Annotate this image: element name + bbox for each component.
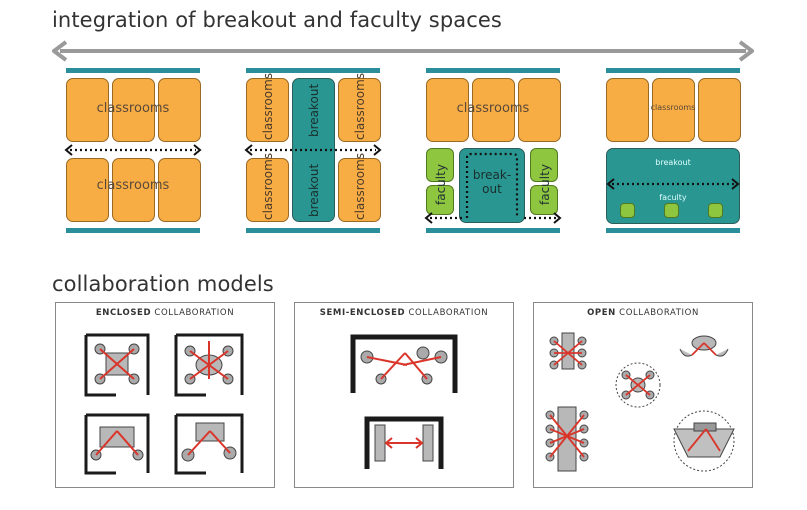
enclosed-room-sketch bbox=[84, 413, 150, 475]
classroom-block bbox=[112, 78, 155, 142]
open-table-sketch bbox=[549, 332, 587, 370]
classroom-block bbox=[698, 78, 741, 142]
panel-title: SEMI-ENCLOSED COLLABORATION bbox=[295, 308, 513, 318]
corridor-stripe-top bbox=[246, 68, 380, 73]
dotted-double-arrow-icon bbox=[244, 144, 382, 156]
open-table-sketch bbox=[679, 335, 729, 357]
panel-title: OPEN COLLABORATION bbox=[534, 308, 752, 318]
classrooms-label: classrooms bbox=[96, 101, 170, 116]
panel-title: ENCLOSED COLLABORATION bbox=[56, 308, 274, 318]
faculty-label: faculty bbox=[434, 164, 448, 206]
open-table-sketch bbox=[545, 406, 589, 472]
open-collaboration-panel: OPEN COLLABORATION bbox=[533, 302, 753, 488]
faculty-label: faculty bbox=[538, 164, 552, 206]
enclosed-room-sketch bbox=[174, 413, 244, 475]
double-arrow-icon bbox=[52, 40, 754, 62]
corridor-stripe-top bbox=[426, 68, 560, 73]
corridor-stripe-bottom bbox=[66, 228, 200, 233]
breakout-label: breakout bbox=[307, 83, 321, 137]
panel-title-rest: COLLABORATION bbox=[151, 308, 235, 318]
dotted-loop-icon bbox=[465, 152, 519, 218]
classroom-block bbox=[246, 78, 289, 142]
classroom-block bbox=[518, 78, 561, 142]
dotted-double-arrow-icon bbox=[606, 178, 740, 190]
dotted-double-arrow-icon bbox=[64, 144, 202, 156]
panel-title-rest: COLLABORATION bbox=[615, 308, 699, 318]
classrooms-label: classrooms bbox=[353, 72, 367, 140]
breakout-label: breakout bbox=[307, 163, 321, 217]
corridor-stripe-top bbox=[606, 68, 740, 73]
breakout-label: break- out bbox=[459, 168, 525, 196]
semi-enclosed-collaboration-panel: SEMI-ENCLOSED COLLABORATION bbox=[294, 302, 514, 488]
faculty-block bbox=[530, 185, 558, 215]
classrooms-label: classrooms bbox=[353, 152, 367, 220]
classroom-block bbox=[112, 158, 155, 222]
enclosed-room-sketch bbox=[84, 333, 150, 397]
classroom-block bbox=[472, 78, 515, 142]
breakout-block bbox=[459, 148, 525, 223]
collaboration-heading: collaboration models bbox=[52, 272, 274, 296]
classroom-block bbox=[338, 78, 381, 142]
classroom-block bbox=[246, 158, 289, 222]
breakout-label-line-2: out bbox=[482, 182, 502, 196]
open-table-sketch bbox=[615, 362, 661, 408]
dotted-double-arrow-icon bbox=[424, 212, 562, 224]
enclosed-room-sketch bbox=[174, 333, 244, 397]
enclosed-collaboration-panel: ENCLOSED COLLABORATION bbox=[55, 302, 275, 488]
integration-heading: integration of breakout and faculty spac… bbox=[52, 8, 502, 32]
faculty-block bbox=[664, 203, 679, 218]
panel-title-rest: COLLABORATION bbox=[405, 308, 489, 318]
panel-title-bold: OPEN bbox=[587, 308, 616, 318]
classrooms-label: classrooms bbox=[96, 178, 170, 193]
classroom-block bbox=[652, 78, 695, 142]
classrooms-label: classrooms bbox=[456, 101, 530, 116]
faculty-block bbox=[426, 185, 454, 215]
classroom-block bbox=[338, 158, 381, 222]
panel-title-bold: ENCLOSED bbox=[95, 308, 152, 318]
classrooms-label: classrooms bbox=[261, 152, 275, 220]
faculty-block bbox=[620, 203, 635, 218]
semi-enclosed-sketch bbox=[350, 334, 458, 469]
classroom-block bbox=[606, 78, 649, 142]
semi-enclosed-space-sketch bbox=[350, 334, 458, 393]
classroom-block bbox=[66, 158, 109, 222]
corridor-stripe-bottom bbox=[246, 228, 380, 233]
classrooms-label: classrooms bbox=[650, 103, 696, 112]
classroom-block bbox=[158, 158, 201, 222]
corridor-stripe-bottom bbox=[426, 228, 560, 233]
classrooms-label: classrooms bbox=[261, 72, 275, 140]
faculty-block bbox=[708, 203, 723, 218]
open-sketch bbox=[545, 332, 735, 472]
faculty-label: faculty bbox=[659, 193, 687, 202]
breakout-label-line-1: break- bbox=[472, 168, 512, 182]
faculty-block bbox=[530, 148, 558, 182]
corridor-stripe-bottom bbox=[606, 228, 740, 233]
panel-title-bold: SEMI-ENCLOSED bbox=[319, 308, 406, 318]
classroom-block bbox=[426, 78, 469, 142]
corridor-stripe-top bbox=[66, 68, 200, 73]
open-table-sketch bbox=[673, 410, 735, 472]
classroom-block bbox=[66, 78, 109, 142]
enclosed-sketch bbox=[84, 333, 244, 475]
breakout-label: breakout bbox=[655, 158, 691, 167]
breakout-block bbox=[292, 78, 335, 222]
classroom-block bbox=[158, 78, 201, 142]
faculty-block bbox=[426, 148, 454, 182]
semi-enclosed-space-sketch bbox=[364, 416, 444, 469]
